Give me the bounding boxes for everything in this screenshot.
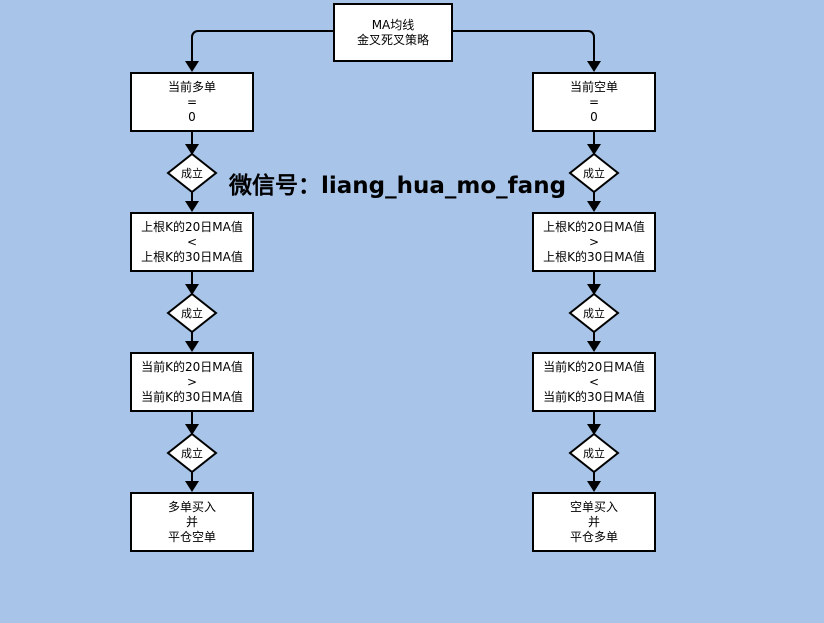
flow-line bbox=[593, 331, 595, 342]
decision-label: 成立 bbox=[583, 307, 605, 320]
arrow-down-icon bbox=[587, 341, 601, 352]
node-current-short-count: 当前空单 = 0 bbox=[532, 72, 656, 132]
node-line: 平仓空单 bbox=[167, 529, 216, 544]
node-line: > bbox=[588, 234, 600, 249]
arrow-down-icon bbox=[587, 424, 601, 435]
node-prev-ma-condition-long: 上根K的20日MA值 < 上根K的30日MA值 bbox=[130, 212, 254, 272]
decision-diamond: 成立 bbox=[568, 153, 620, 193]
flow-line bbox=[191, 331, 193, 342]
node-strategy-title: MA均线 金叉死叉策略 bbox=[333, 3, 453, 62]
node-line: 当前多单 bbox=[167, 79, 216, 94]
arrow-down-icon bbox=[185, 144, 199, 155]
arrow-down-icon bbox=[185, 201, 199, 212]
node-line: 当前K的30日MA值 bbox=[543, 389, 645, 404]
node-line: 并 bbox=[185, 514, 198, 529]
arrow-down-icon bbox=[185, 61, 199, 72]
decision-label: 成立 bbox=[583, 447, 605, 460]
flow-line bbox=[593, 132, 595, 145]
arrow-down-icon bbox=[587, 61, 601, 72]
arrow-down-icon bbox=[587, 284, 601, 295]
node-line: 上根K的30日MA值 bbox=[543, 249, 645, 264]
decision-diamond: 成立 bbox=[568, 433, 620, 473]
decision-diamond: 成立 bbox=[568, 293, 620, 333]
arrow-down-icon bbox=[185, 341, 199, 352]
arrow-down-icon bbox=[587, 201, 601, 212]
node-prev-ma-condition-short: 上根K的20日MA值 > 上根K的30日MA值 bbox=[532, 212, 656, 272]
flow-line bbox=[593, 191, 595, 202]
decision-diamond: 成立 bbox=[166, 433, 218, 473]
node-line: = bbox=[588, 94, 600, 109]
node-line: 0 bbox=[590, 109, 598, 124]
wechat-watermark: 微信号：liang_hua_mo_fang bbox=[229, 173, 567, 199]
node-line: 上根K的30日MA值 bbox=[141, 249, 243, 264]
node-current-ma-condition-short: 当前K的20日MA值 < 当前K的30日MA值 bbox=[532, 352, 656, 412]
node-line: 空单买入 bbox=[569, 499, 618, 514]
decision-diamond: 成立 bbox=[166, 153, 218, 193]
decision-label: 成立 bbox=[181, 167, 203, 180]
node-line: 当前K的20日MA值 bbox=[141, 359, 243, 374]
flow-line bbox=[191, 471, 193, 482]
node-line: 当前空单 bbox=[569, 79, 618, 94]
node-short-buy-action: 空单买入 并 平仓多单 bbox=[532, 492, 656, 552]
flow-line bbox=[191, 272, 193, 285]
arrow-down-icon bbox=[587, 481, 601, 492]
node-line: 并 bbox=[587, 514, 600, 529]
decision-label: 成立 bbox=[181, 307, 203, 320]
node-line: 当前K的20日MA值 bbox=[543, 359, 645, 374]
node-line: 当前K的30日MA值 bbox=[141, 389, 243, 404]
flow-line bbox=[191, 132, 193, 145]
decision-label: 成立 bbox=[181, 447, 203, 460]
node-current-long-count: 当前多单 = 0 bbox=[130, 72, 254, 132]
node-line: 平仓多单 bbox=[569, 529, 618, 544]
flow-line bbox=[593, 412, 595, 425]
arrow-down-icon bbox=[185, 481, 199, 492]
arrow-down-icon bbox=[185, 284, 199, 295]
decision-label: 成立 bbox=[583, 167, 605, 180]
connector-elbow-right bbox=[453, 30, 595, 62]
flow-line bbox=[593, 272, 595, 285]
node-line: > bbox=[186, 374, 198, 389]
arrow-down-icon bbox=[185, 424, 199, 435]
node-long-buy-action: 多单买入 并 平仓空单 bbox=[130, 492, 254, 552]
node-current-ma-condition-long: 当前K的20日MA值 > 当前K的30日MA值 bbox=[130, 352, 254, 412]
flow-line bbox=[191, 412, 193, 425]
node-line: 多单买入 bbox=[167, 499, 216, 514]
connector-elbow-left bbox=[191, 30, 333, 62]
title-line: 金叉死叉策略 bbox=[356, 32, 429, 47]
flow-line bbox=[191, 191, 193, 202]
node-line: 0 bbox=[188, 109, 196, 124]
arrow-down-icon bbox=[587, 144, 601, 155]
node-line: < bbox=[588, 374, 600, 389]
node-line: < bbox=[186, 234, 198, 249]
node-line: 上根K的20日MA值 bbox=[543, 219, 645, 234]
decision-diamond: 成立 bbox=[166, 293, 218, 333]
node-line: 上根K的20日MA值 bbox=[141, 219, 243, 234]
flow-line bbox=[593, 471, 595, 482]
node-line: = bbox=[186, 94, 198, 109]
title-line: MA均线 bbox=[371, 17, 415, 32]
